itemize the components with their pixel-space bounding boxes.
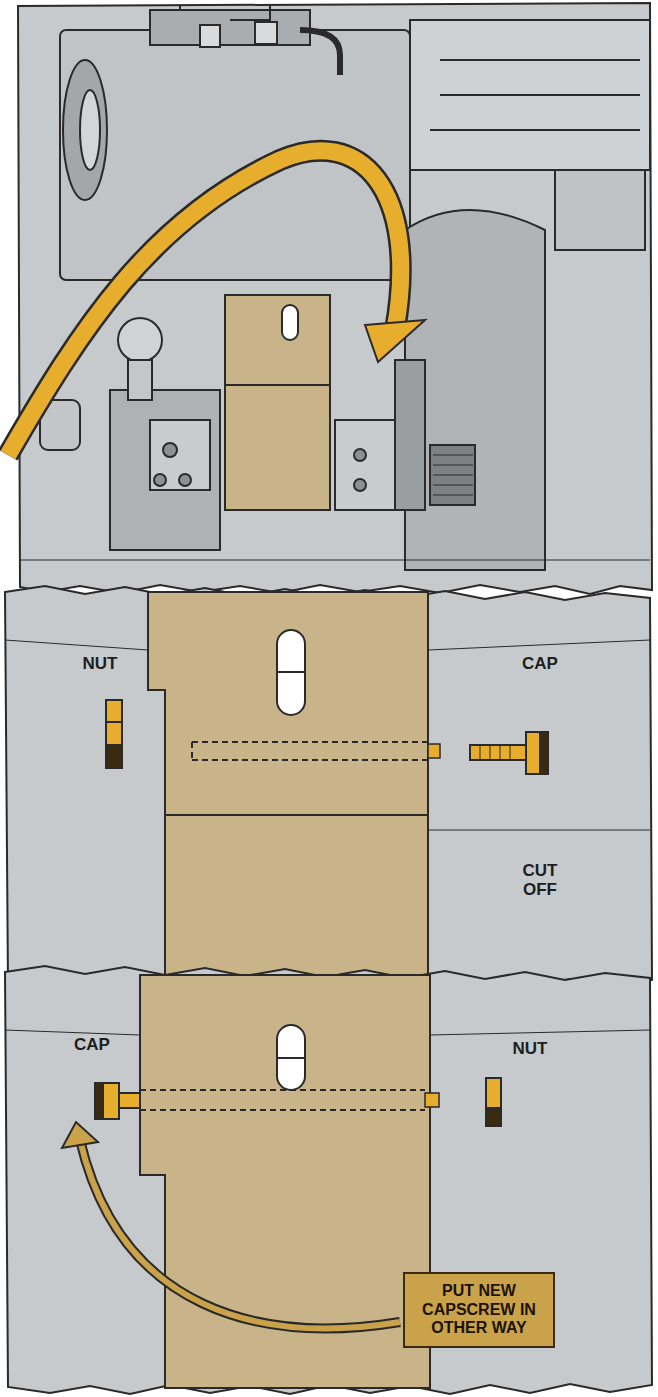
bracket-plate [5, 592, 650, 980]
capscrew [470, 732, 548, 774]
part-label: CAP [505, 655, 575, 674]
part-label: NUT [495, 1040, 565, 1059]
panel [5, 966, 652, 1394]
nut [486, 1078, 501, 1126]
note-text: PUT NEW CAPSCREW IN OTHER WAY [417, 1282, 542, 1337]
part-label: CAP [57, 1036, 127, 1055]
part-label: CUT OFF [510, 862, 570, 899]
capscrew [95, 1083, 140, 1119]
part-label: NUT [65, 655, 135, 674]
pointer-arrow [62, 1122, 400, 1328]
panel [5, 586, 652, 993]
nut [106, 700, 122, 768]
bracket-plate [5, 975, 650, 1388]
pointer-arrow [8, 151, 425, 455]
note-box: PUT NEW CAPSCREW IN OTHER WAY [403, 1272, 555, 1348]
